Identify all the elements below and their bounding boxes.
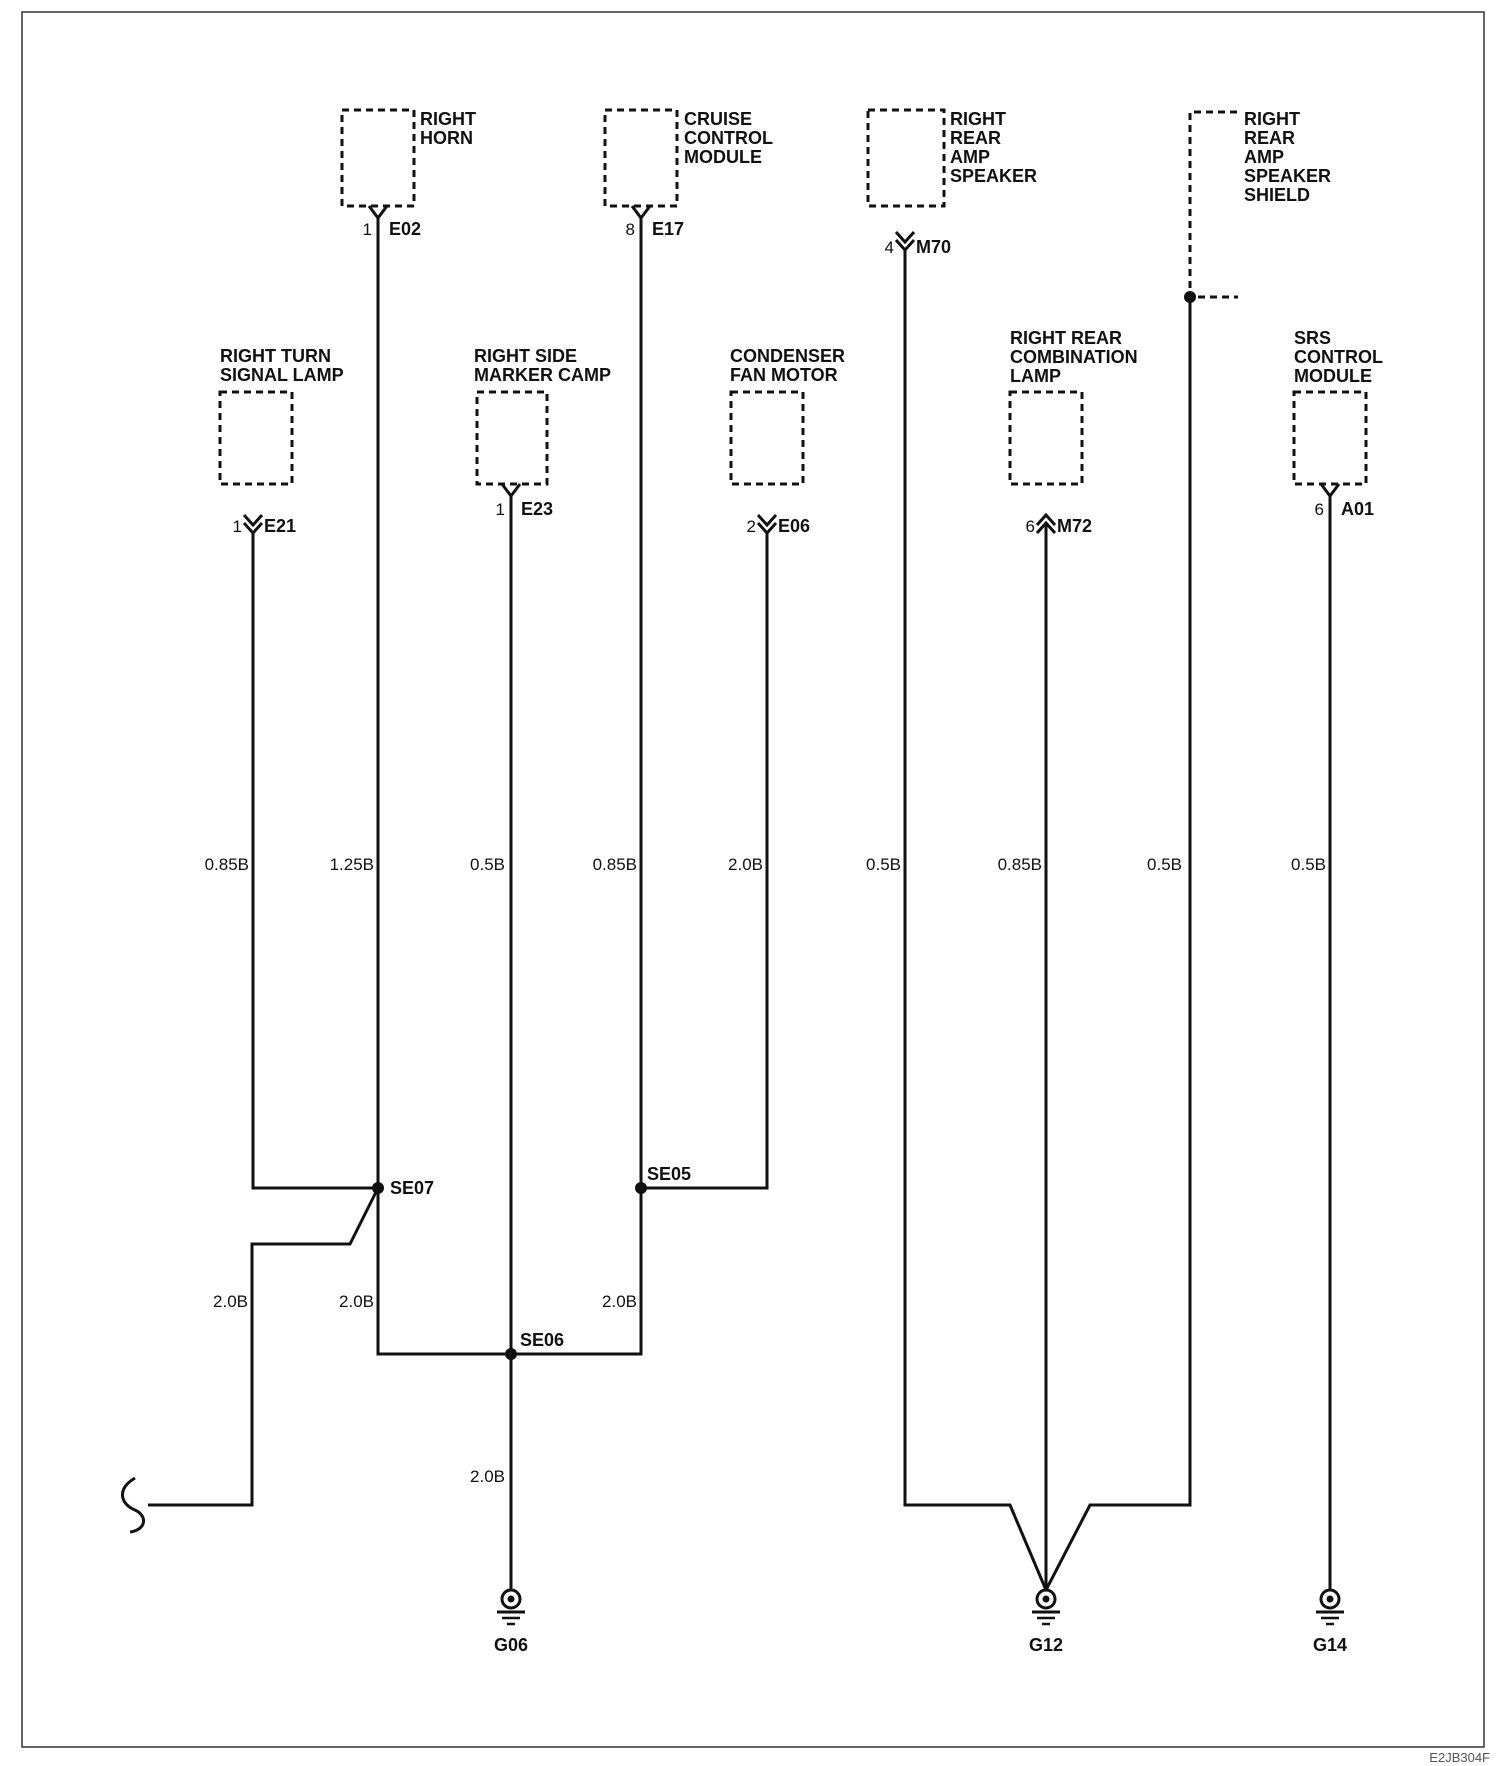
connector-e06-mark <box>756 513 778 528</box>
gauge-se07-down: 2.0B <box>339 1292 374 1311</box>
gauge-e06: 2.0B <box>728 855 763 874</box>
ground-g06-icon <box>495 1588 527 1626</box>
connector-e17-pin: 8 <box>626 220 635 239</box>
speaker-shield-outline <box>1188 110 1238 299</box>
wire-shield <box>1044 297 1192 1591</box>
wire-e21 <box>251 533 378 1190</box>
connector-e21-pin: 1 <box>233 517 242 536</box>
connector-m72-mark-2 <box>1035 520 1057 535</box>
connector-e21-mark <box>242 513 264 528</box>
splice-se06 <box>505 1348 517 1360</box>
gauge-se07-out: 2.0B <box>213 1292 248 1311</box>
ground-g06-label: G06 <box>494 1635 528 1655</box>
gauge-e21: 0.85B <box>205 855 249 874</box>
connector-m70-mark <box>894 230 916 245</box>
gauge-e23: 0.5B <box>470 855 505 874</box>
srs-control-module-box <box>1292 390 1368 486</box>
right-horn-box <box>340 108 416 208</box>
connector-e06-id: E06 <box>778 516 810 536</box>
diagram-frame <box>21 11 1485 1748</box>
splice-se05 <box>635 1182 647 1194</box>
splice-se07-label: SE07 <box>390 1178 434 1198</box>
connector-e23-pin: 1 <box>496 500 505 519</box>
wire-se07-se06 <box>376 1188 513 1356</box>
wire-e06 <box>641 533 769 1190</box>
cruise-control-module-box <box>603 108 679 208</box>
ground-g12-label: G12 <box>1029 1635 1063 1655</box>
connector-e23-mark <box>500 483 522 499</box>
gauge-e02: 1.25B <box>330 855 374 874</box>
gauge-shield: 0.5B <box>1147 855 1182 874</box>
right-turn-signal-lamp-box <box>218 390 294 486</box>
condenser-fan-motor-box <box>729 390 805 486</box>
wire-continuation-mark <box>121 1476 145 1534</box>
connector-e06-pin: 2 <box>747 517 756 536</box>
splice-se06-label: SE06 <box>520 1330 564 1350</box>
connector-e21-id: E21 <box>264 516 296 536</box>
gauge-m72: 0.85B <box>998 855 1042 874</box>
gauge-a01: 0.5B <box>1291 855 1326 874</box>
connector-e23-id: E23 <box>521 499 553 519</box>
connector-e02-mark <box>367 205 389 221</box>
wire-se05-se06 <box>511 1188 643 1356</box>
wire-se07-out <box>148 1187 380 1507</box>
right-rear-amp-speaker-box <box>866 108 946 208</box>
connector-a01-id: A01 <box>1341 499 1374 519</box>
connector-e02-pin: 1 <box>363 220 372 239</box>
wire-m70 <box>903 250 1048 1591</box>
right-rear-combination-lamp-box <box>1008 390 1084 486</box>
gauge-m70: 0.5B <box>866 855 901 874</box>
connector-e17-id: E17 <box>652 219 684 239</box>
connector-m72-id: M72 <box>1057 516 1092 536</box>
splice-shield <box>1184 291 1196 303</box>
connector-m72-mark <box>1035 512 1057 527</box>
gauge-se05-down: 2.0B <box>602 1292 637 1311</box>
connector-e02-id: E02 <box>389 219 421 239</box>
connector-m70-id: M70 <box>916 237 951 257</box>
splice-se07 <box>372 1182 384 1194</box>
connector-e17-mark <box>630 205 652 221</box>
ground-g14-icon <box>1314 1588 1346 1626</box>
ground-g12-icon <box>1030 1588 1062 1626</box>
connector-m70-pin: 4 <box>885 238 894 257</box>
figure-code: E2JB304F <box>1429 1750 1490 1765</box>
right-side-marker-lamp-box <box>475 390 549 486</box>
connector-a01-pin: 6 <box>1315 500 1324 519</box>
ground-g14-label: G14 <box>1313 1635 1347 1655</box>
connector-a01-mark <box>1319 483 1341 499</box>
gauge-e17: 0.85B <box>593 855 637 874</box>
gauge-se06-down: 2.0B <box>470 1467 505 1486</box>
splice-se05-label: SE05 <box>647 1164 691 1184</box>
connector-m72-pin: 6 <box>1026 517 1035 536</box>
